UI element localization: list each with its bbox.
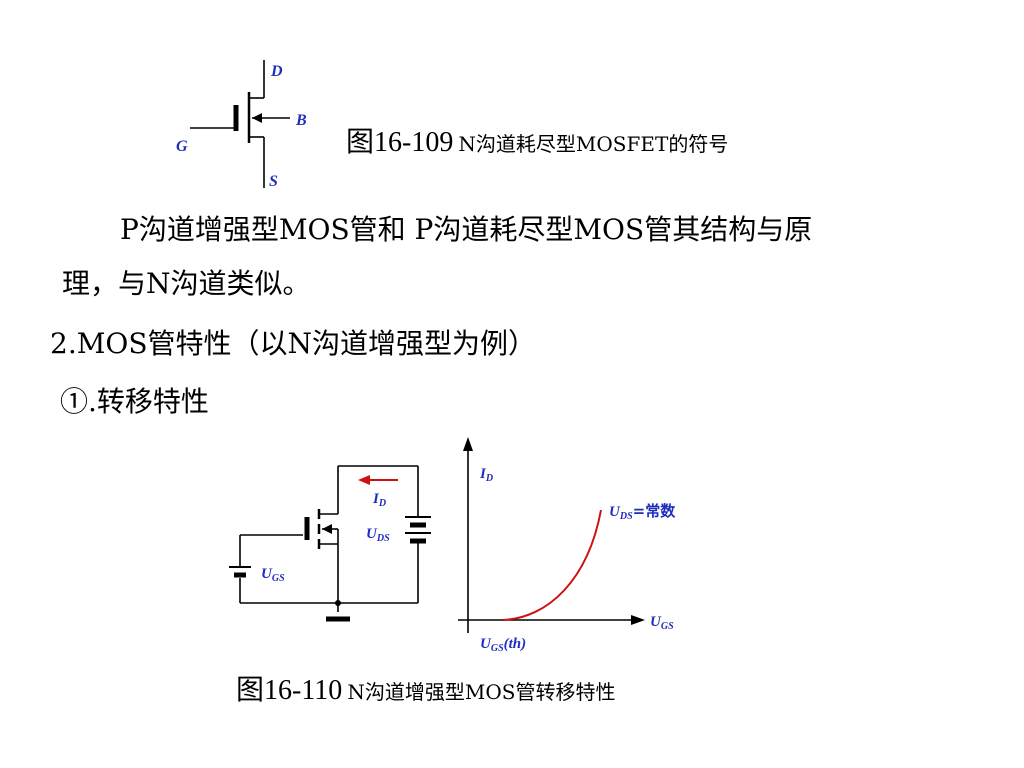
label-s: S: [269, 173, 278, 190]
label-uds: UDS: [366, 526, 390, 544]
fig1-caption-number: 图16-109: [346, 127, 454, 158]
transfer-graph: ID UGS UDS=常数 UGS(th): [458, 437, 676, 654]
graph-label-id: ID: [479, 466, 493, 484]
label-ugs: UGS: [261, 566, 285, 584]
current-arrow-head: [358, 475, 370, 485]
x-axis-arrow: [631, 615, 645, 625]
fig2-caption: 图16-110 N沟道增强型MOS管转移特性: [236, 668, 615, 708]
y-axis-arrow: [463, 437, 473, 451]
fig2-caption-number: 图16-110: [236, 675, 343, 706]
label-id: ID: [372, 491, 386, 509]
graph-label-ugs: UGS: [650, 614, 674, 632]
fig2-caption-text: N沟道增强型MOS管转移特性: [347, 680, 616, 704]
label-b: B: [295, 112, 307, 129]
junction-dot: [335, 600, 341, 606]
transfer-curve: [502, 509, 602, 621]
circuit-substrate-arrow: [322, 524, 332, 534]
fig1-caption-text: N沟道耗尽型MOSFET的符号: [458, 132, 729, 156]
subsection-heading: ①.转移特性: [60, 385, 209, 418]
label-g: G: [176, 138, 188, 155]
paragraph-line-2: 理，与N沟道类似。: [62, 267, 311, 300]
test-circuit: [239, 465, 419, 612]
threshold-label: UGS(th): [480, 636, 526, 654]
fig1-caption: 图16-109 N沟道耗尽型MOSFET的符号: [346, 120, 728, 160]
section-heading: 2.MOS管特性（以N沟道增强型为例）: [50, 327, 537, 360]
curve-label: UDS=常数: [609, 502, 676, 522]
substrate-arrow: [252, 113, 262, 123]
paragraph-line-1: P沟道增强型MOS管和 P沟道耗尽型MOS管其结构与原: [120, 213, 813, 246]
label-d: D: [270, 63, 283, 80]
